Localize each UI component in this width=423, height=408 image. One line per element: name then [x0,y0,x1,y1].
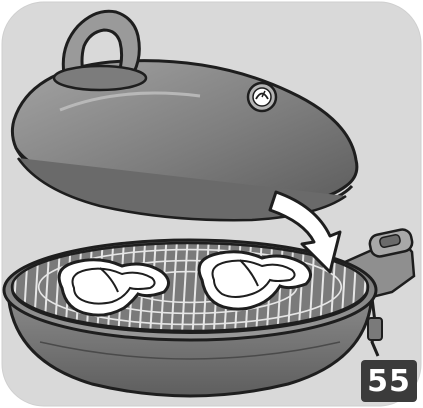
thermometer-gauge-icon [248,83,276,111]
step-number-badge: 55 [361,360,417,402]
